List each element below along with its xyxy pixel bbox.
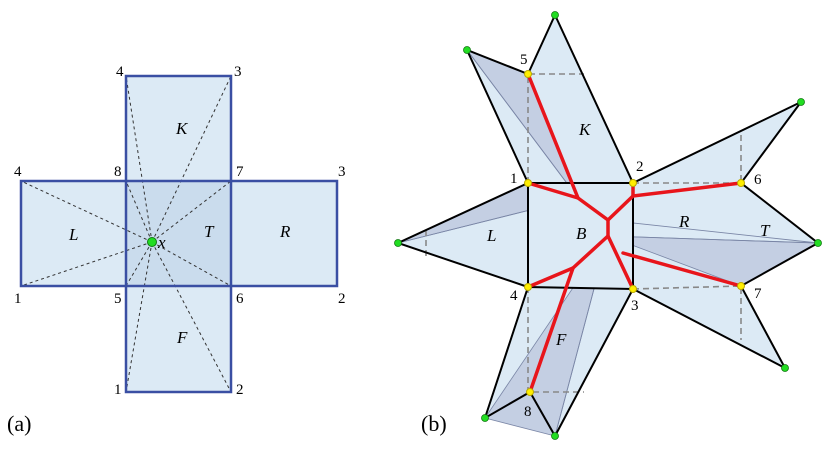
point-x-label: x <box>157 233 166 252</box>
cut-tree-b <box>526 72 743 394</box>
panel-a-label: (a) <box>7 411 31 436</box>
vertex-label-a: 2 <box>236 382 244 398</box>
vertex-label-b: 1 <box>510 171 518 187</box>
face-r-a <box>231 181 337 286</box>
vertex-label-a: 4 <box>116 64 124 80</box>
net-inner-edges-a <box>124 179 233 288</box>
point-x-dot <box>147 237 157 247</box>
face-label-l-a: L <box>68 225 78 244</box>
panel-b: K L B R T F 1 2 3 4 5 6 7 8 (b) <box>394 11 822 440</box>
tip-dots-b <box>394 11 822 440</box>
vertex-label-a: 2 <box>338 291 346 307</box>
panel-b-label: (b) <box>421 411 447 436</box>
face-label-b-b: B <box>576 224 587 243</box>
face-label-f-a: F <box>176 328 188 347</box>
vertex-label-b: 7 <box>754 286 762 302</box>
vertex-label-a: 1 <box>114 382 122 398</box>
panel-a: x K L T R F 4 3 4 8 7 3 1 5 6 2 1 2 (a) <box>7 64 346 436</box>
face-label-r-a: R <box>279 222 291 241</box>
vertex-label-b: 4 <box>510 288 518 304</box>
face-t-a <box>126 181 232 286</box>
face-label-r-b: R <box>678 212 690 231</box>
vertex-label-a: 5 <box>114 291 122 307</box>
face-l-a <box>21 181 127 286</box>
dashed-rays-a <box>20 75 232 393</box>
vertex-label-b: 5 <box>520 52 528 68</box>
face-label-k-a: K <box>175 119 189 138</box>
vertex-label-a: 1 <box>14 291 22 307</box>
face-k-a <box>126 76 232 182</box>
vertex-label-a: 6 <box>236 291 244 307</box>
vertex-label-a: 3 <box>338 164 346 180</box>
vertex-label-a: 4 <box>14 164 22 180</box>
vertex-label-b: 3 <box>631 298 639 314</box>
face-f-a <box>126 286 232 392</box>
vertex-label-b: 8 <box>524 404 532 420</box>
face-label-f-b: F <box>555 330 567 349</box>
face-label-l-b: L <box>486 226 496 245</box>
vertex-label-a: 8 <box>114 164 122 180</box>
face-label-t-b: T <box>760 221 771 240</box>
vertex-dots-b <box>524 70 745 396</box>
vertex-label-a: 3 <box>234 64 242 80</box>
face-label-t-a: T <box>204 222 215 241</box>
vertex-label-b: 6 <box>754 172 762 188</box>
vertex-label-a: 7 <box>236 164 244 180</box>
vertex-label-b: 2 <box>636 159 644 175</box>
face-label-k-b: K <box>578 120 592 139</box>
